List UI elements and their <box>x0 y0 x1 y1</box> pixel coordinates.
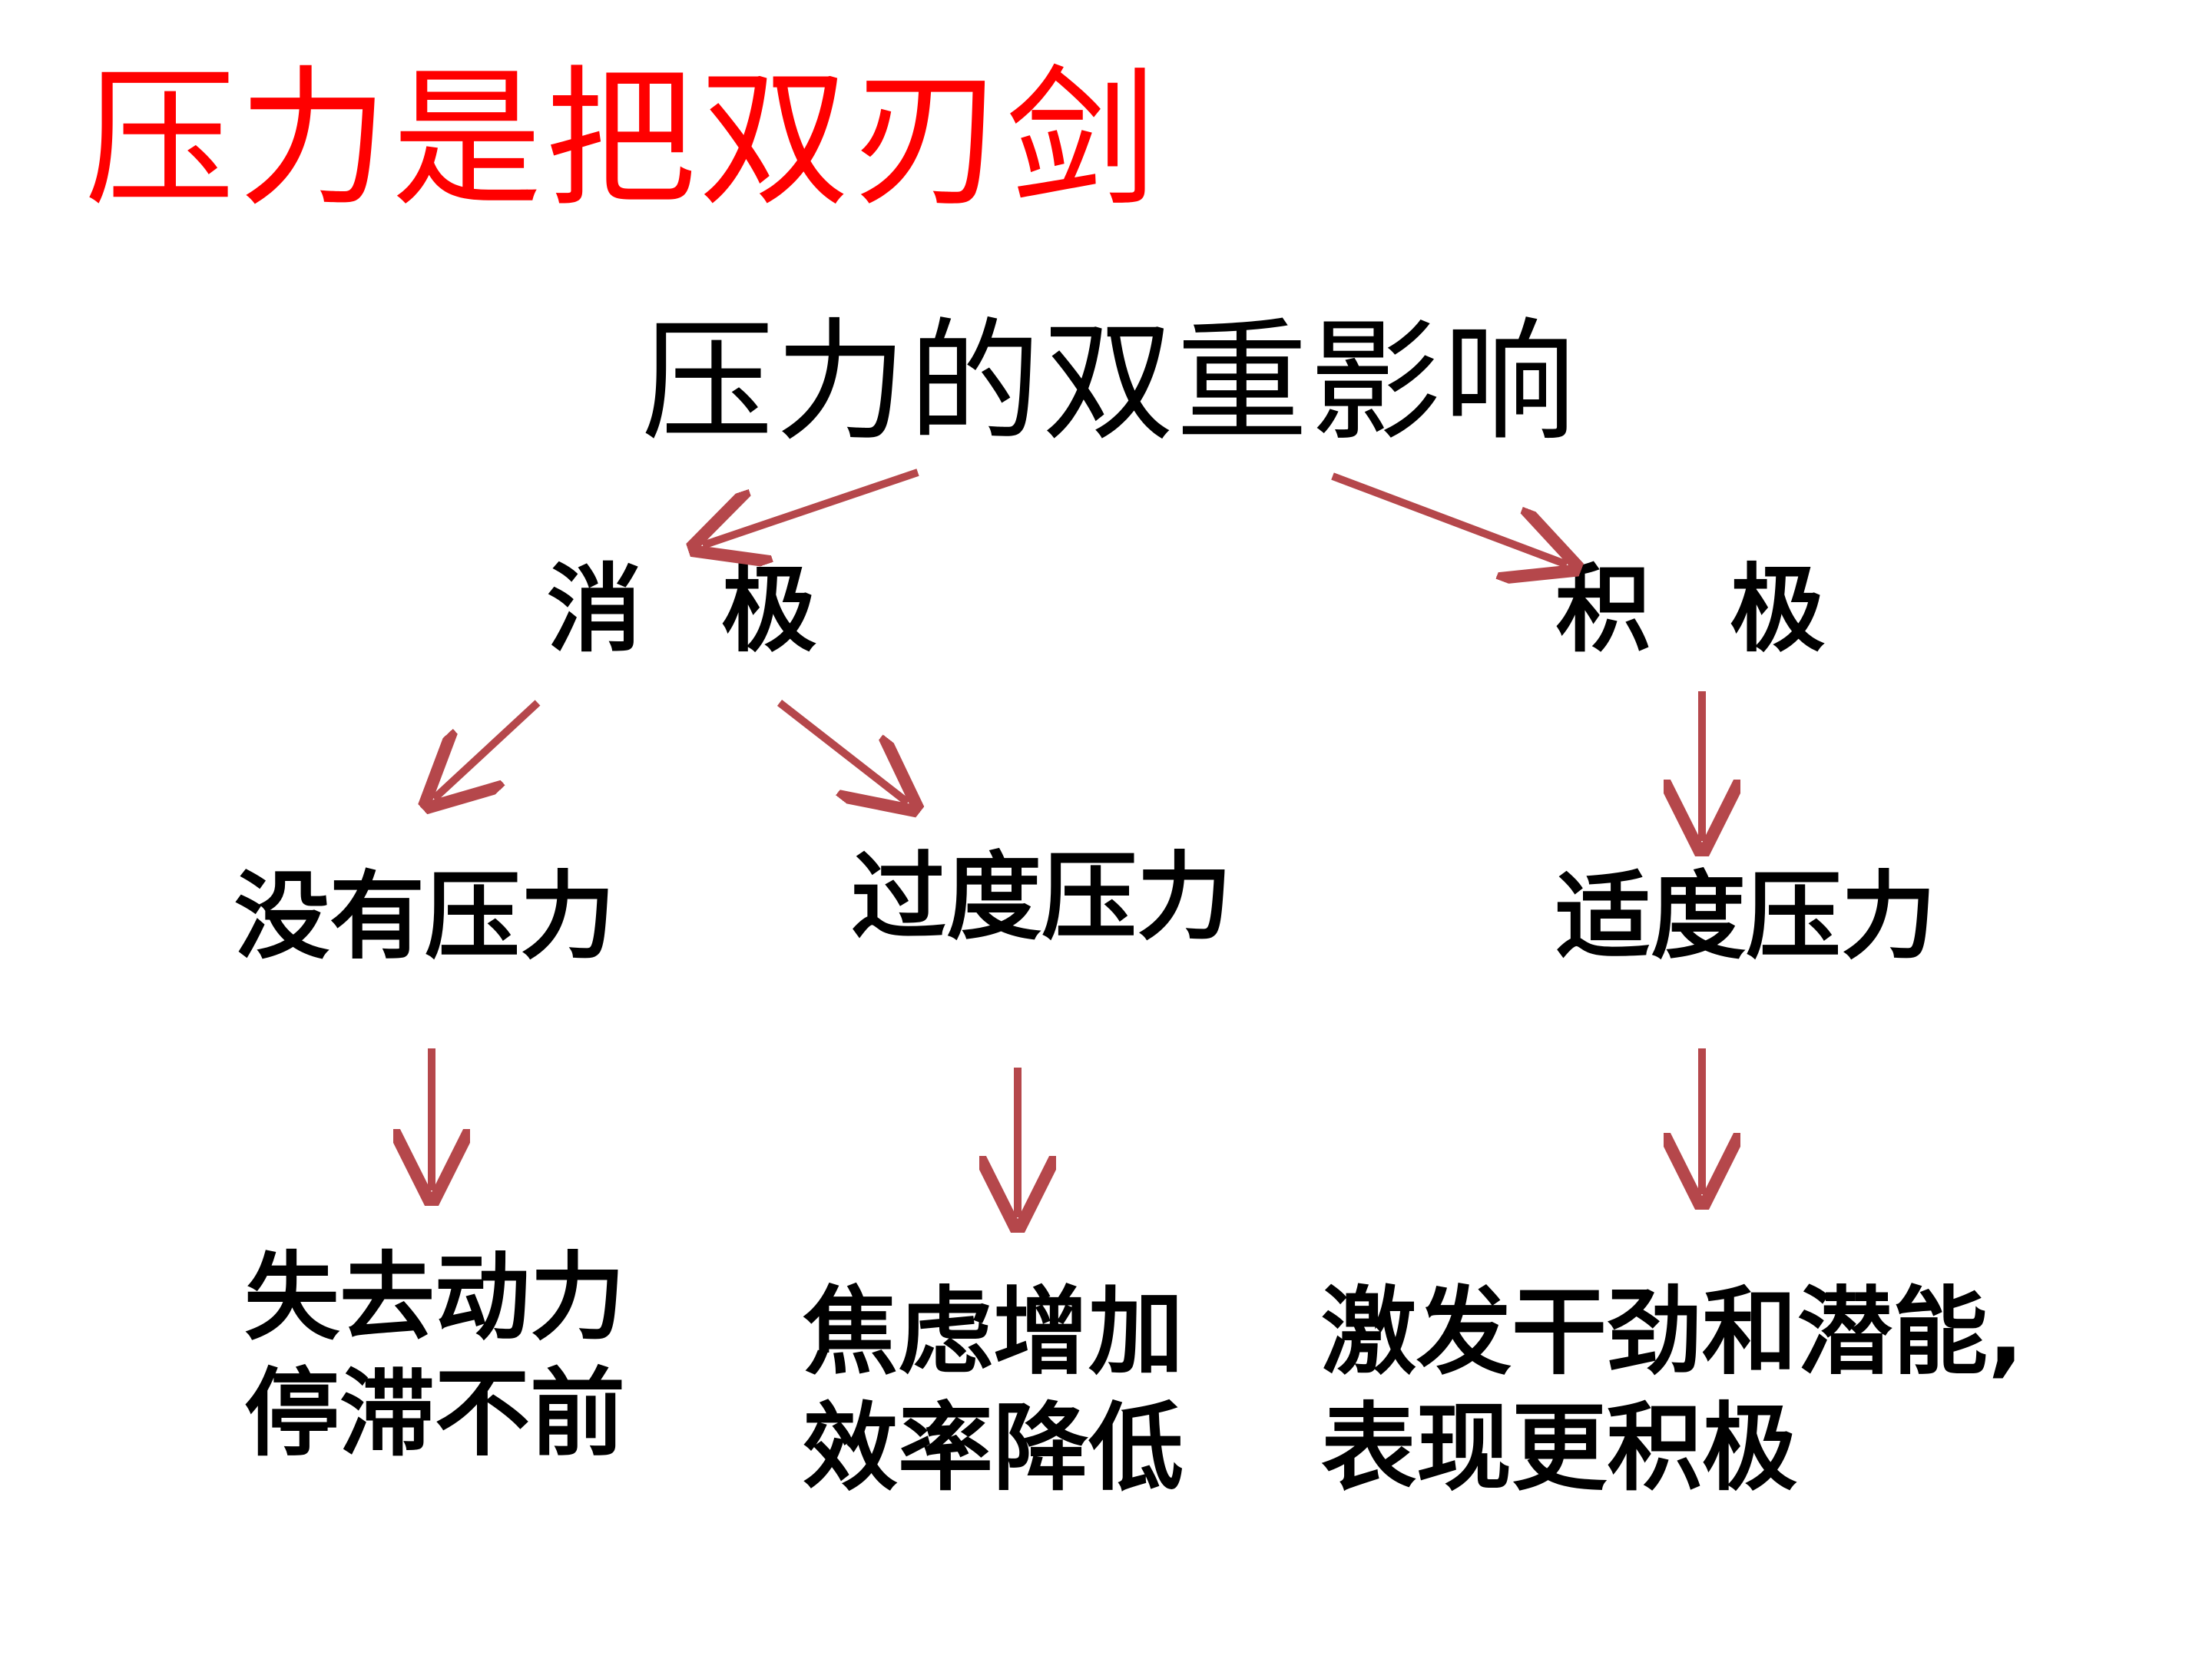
arrow-negative-to-no-pressure <box>434 700 541 799</box>
outcome-excess-pressure-line-2: 效率降低 <box>803 1393 1184 1505</box>
arrow-root-to-negative <box>703 469 919 545</box>
slide-title: 压力是把双刃剑 <box>84 52 1161 227</box>
outcome-moderate-pressure: 激发干劲和潜能, 表现更积极 <box>1321 1275 2024 1508</box>
node-moderate-pressure: 适度压力 <box>1555 862 1937 972</box>
outcome-no-pressure-line-1: 失去动力 <box>244 1243 626 1353</box>
branch-negative: 消 极 <box>547 555 817 665</box>
outcome-excess-pressure: 焦虑增加 效率降低 <box>803 1275 1184 1508</box>
outcome-no-pressure: 失去动力 停滞不前 <box>244 1240 625 1473</box>
outcome-excess-pressure-line-1: 焦虑增加 <box>803 1277 1184 1388</box>
outcome-moderate-pressure-line-2: 表现更积极 <box>1321 1393 1798 1505</box>
node-excess-pressure: 过度压力 <box>851 843 1233 953</box>
arrow-root-to-positive <box>1331 472 1567 565</box>
outcome-moderate-pressure-line-1: 激发干劲和潜能, <box>1321 1277 2025 1388</box>
node-no-pressure: 没有压力 <box>234 862 616 972</box>
diagram-root-heading: 压力的双重影响 <box>641 305 1577 459</box>
arrow-negative-to-excess-pressure <box>777 700 908 803</box>
outcome-no-pressure-line-2: 停滞不前 <box>244 1359 626 1470</box>
branch-positive: 积 极 <box>1555 555 1826 665</box>
